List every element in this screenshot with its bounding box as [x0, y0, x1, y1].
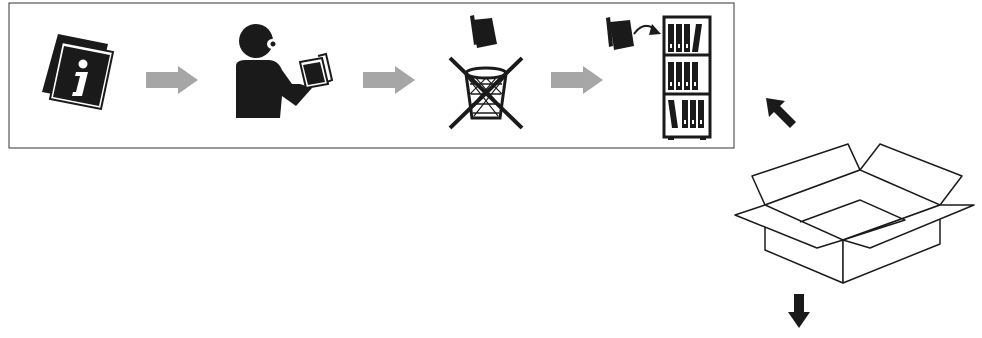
- arrow-up-left-icon: [766, 98, 796, 128]
- open-box-icon: [735, 144, 974, 283]
- person-reading-icon: [236, 24, 332, 118]
- arrow-down-icon: [788, 294, 810, 328]
- bookshelf-storage-icon: [606, 17, 710, 140]
- info-manual-icon: [42, 34, 113, 109]
- flow-arrow-icon: [551, 66, 603, 94]
- binders-row-1: [668, 24, 702, 52]
- flow-arrow-icon: [146, 66, 198, 94]
- no-trash-icon: [450, 15, 522, 128]
- flow-arrow-icon: [363, 66, 415, 94]
